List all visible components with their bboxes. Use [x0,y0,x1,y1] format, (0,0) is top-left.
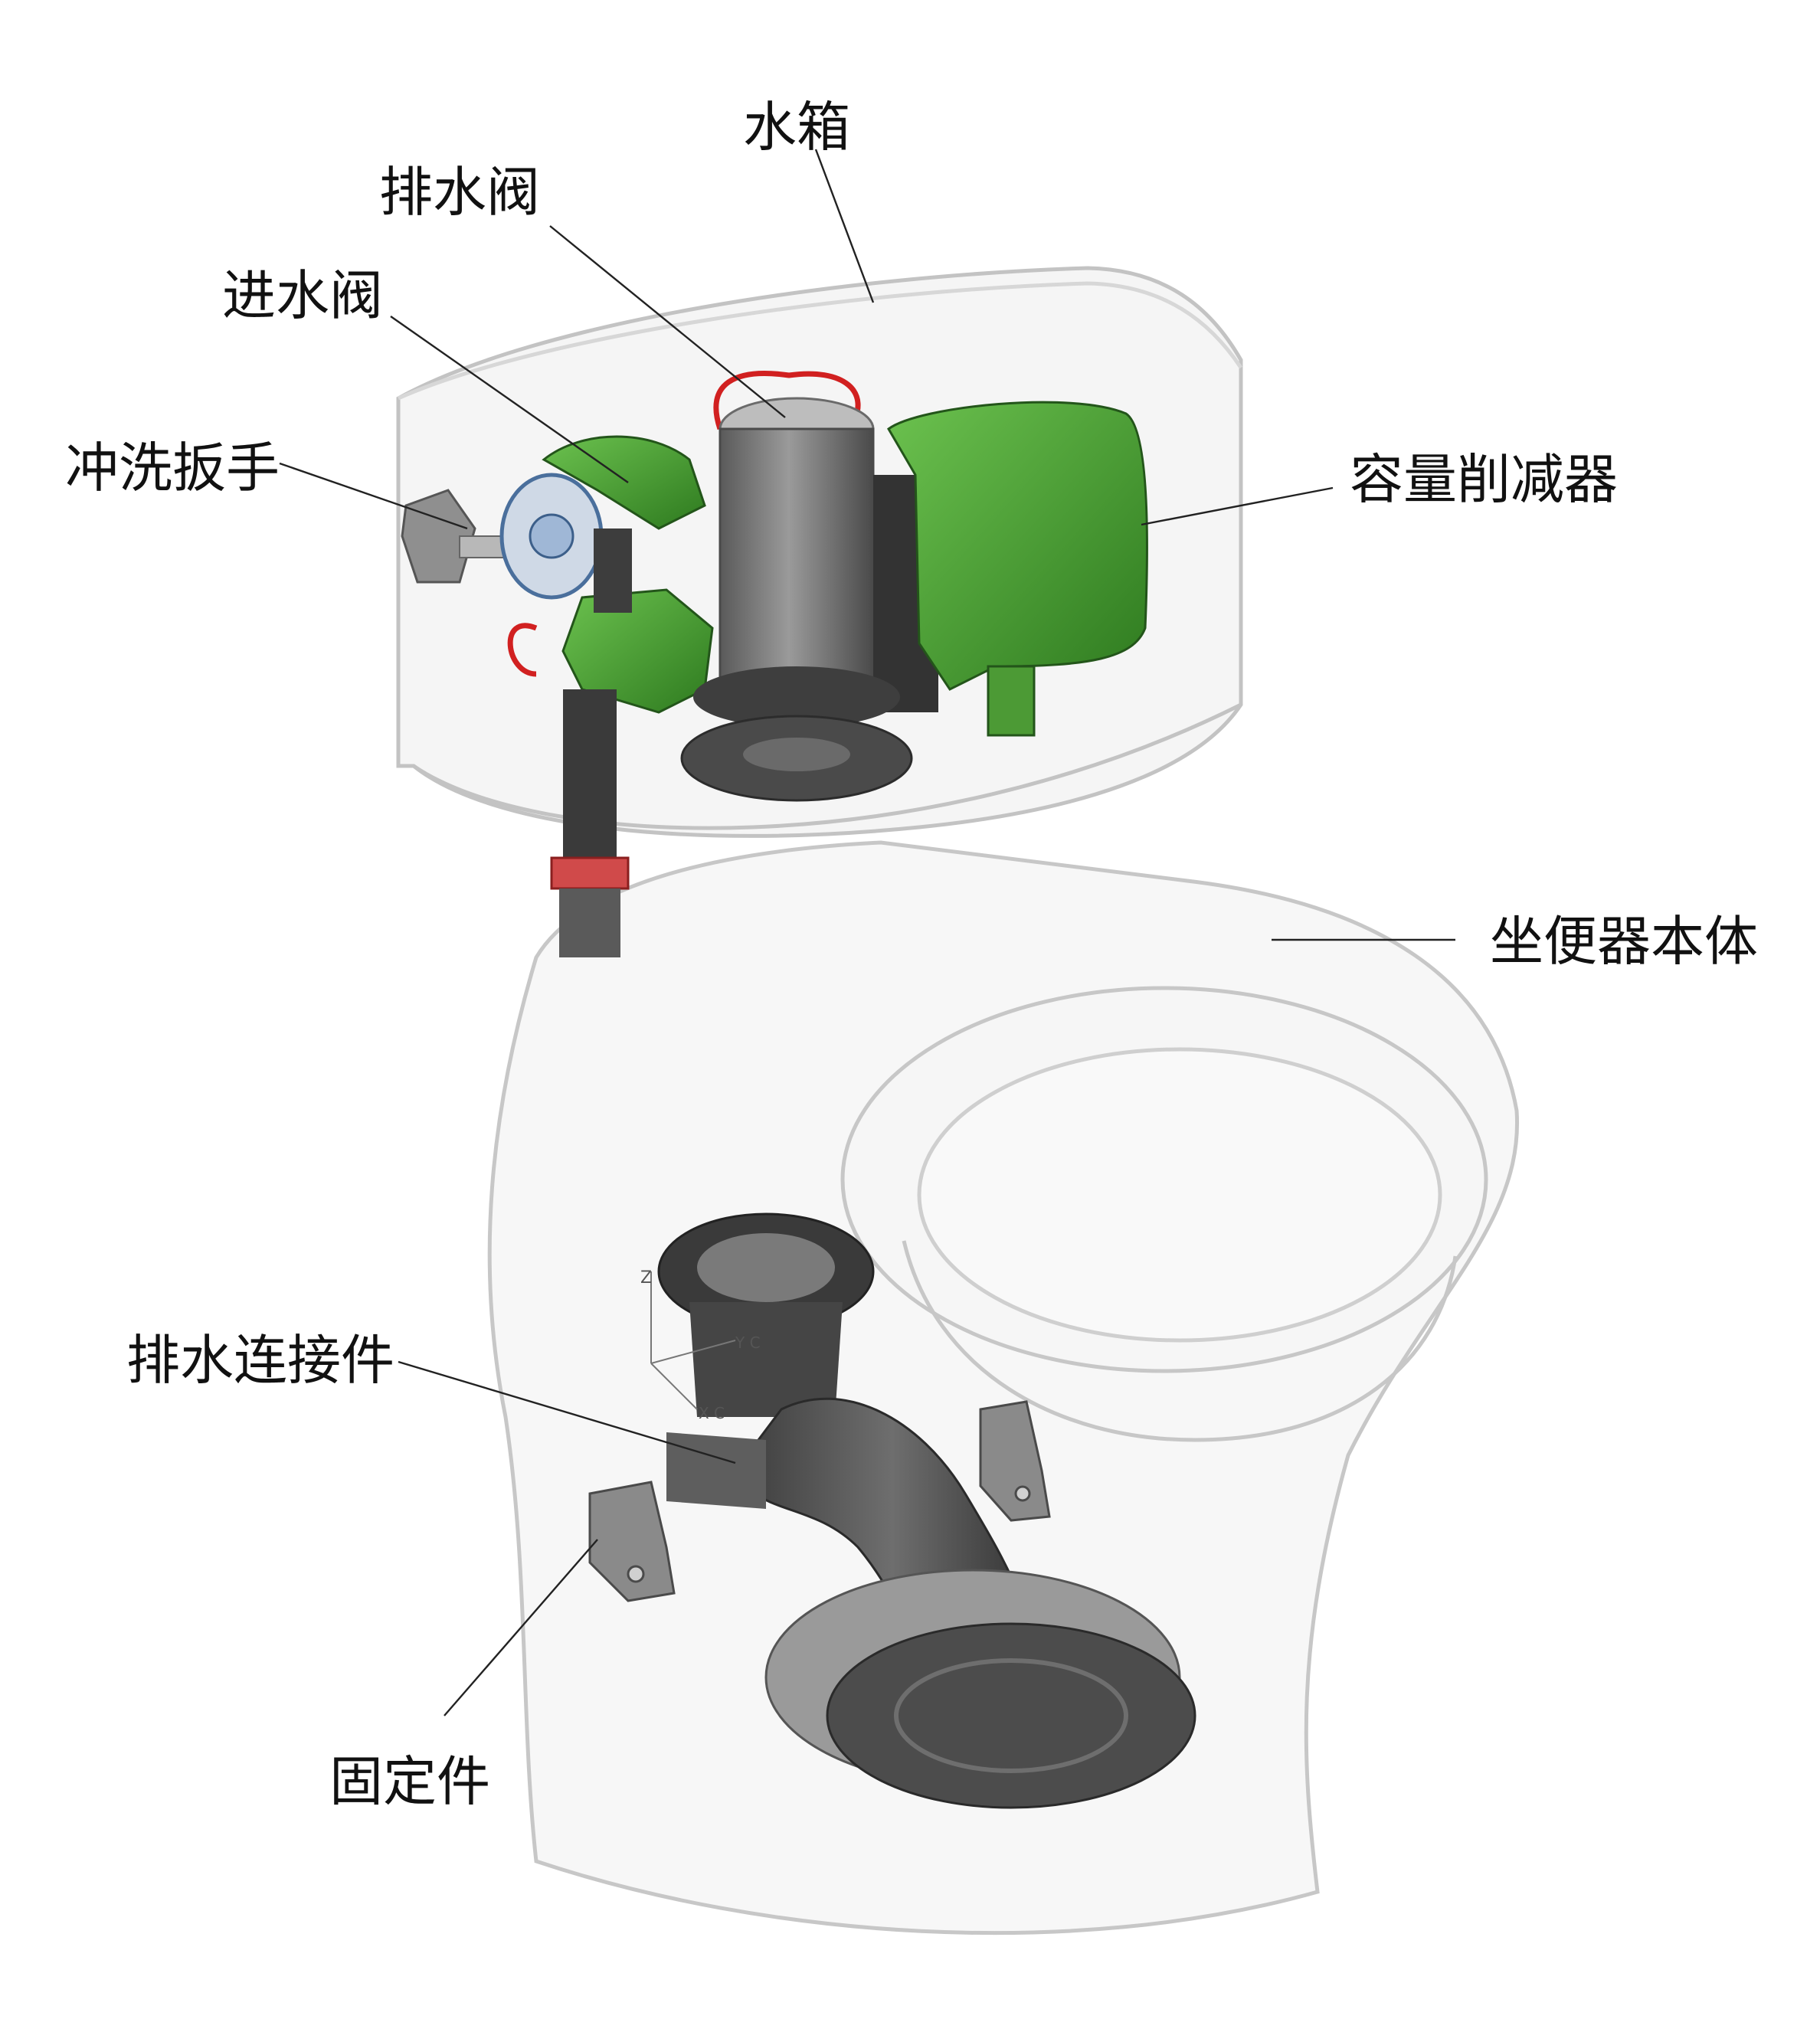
flush-valve-part [680,371,938,802]
labels: 水箱 排水阀 进水阀 冲洗扳手 容量削减器 坐便器本体 排水连接件 固定件 [65,96,1758,1813]
label-tank: 水箱 [743,96,850,159]
axis-triad: Z Y C X C [640,1268,761,1422]
volume-reducer-part [887,401,1148,737]
label-fill-valve: 进水阀 [222,264,383,327]
leader-fixing-part [444,1539,598,1716]
leader-flush-valve [549,225,786,418]
axis-x-label: X C [699,1404,725,1422]
floor-flange-part [764,1569,1196,1809]
label-toilet-body: 坐便器本体 [1490,910,1758,973]
leader-tank [814,149,875,303]
label-volume-reducer: 容量削减器 [1350,448,1618,511]
label-fixing-part: 固定件 [329,1750,490,1813]
leader-fill-valve [390,316,629,483]
leader-flush-lever [279,462,468,530]
toilet-body-shape [487,840,1520,1936]
fixing-part-shapes [588,1400,1051,1602]
label-flush-valve: 排水阀 [379,161,540,224]
leader-drain-connector [398,1360,736,1464]
label-flush-lever: 冲洗扳手 [65,437,280,499]
axis-y-label: Y C [735,1333,761,1352]
leader-volume-reducer [1141,486,1334,526]
label-drain-connector: 排水连接件 [126,1329,394,1392]
leader-lines [279,149,1455,1716]
fill-valve-part [507,435,714,957]
axis-z-label: Z [640,1268,652,1288]
